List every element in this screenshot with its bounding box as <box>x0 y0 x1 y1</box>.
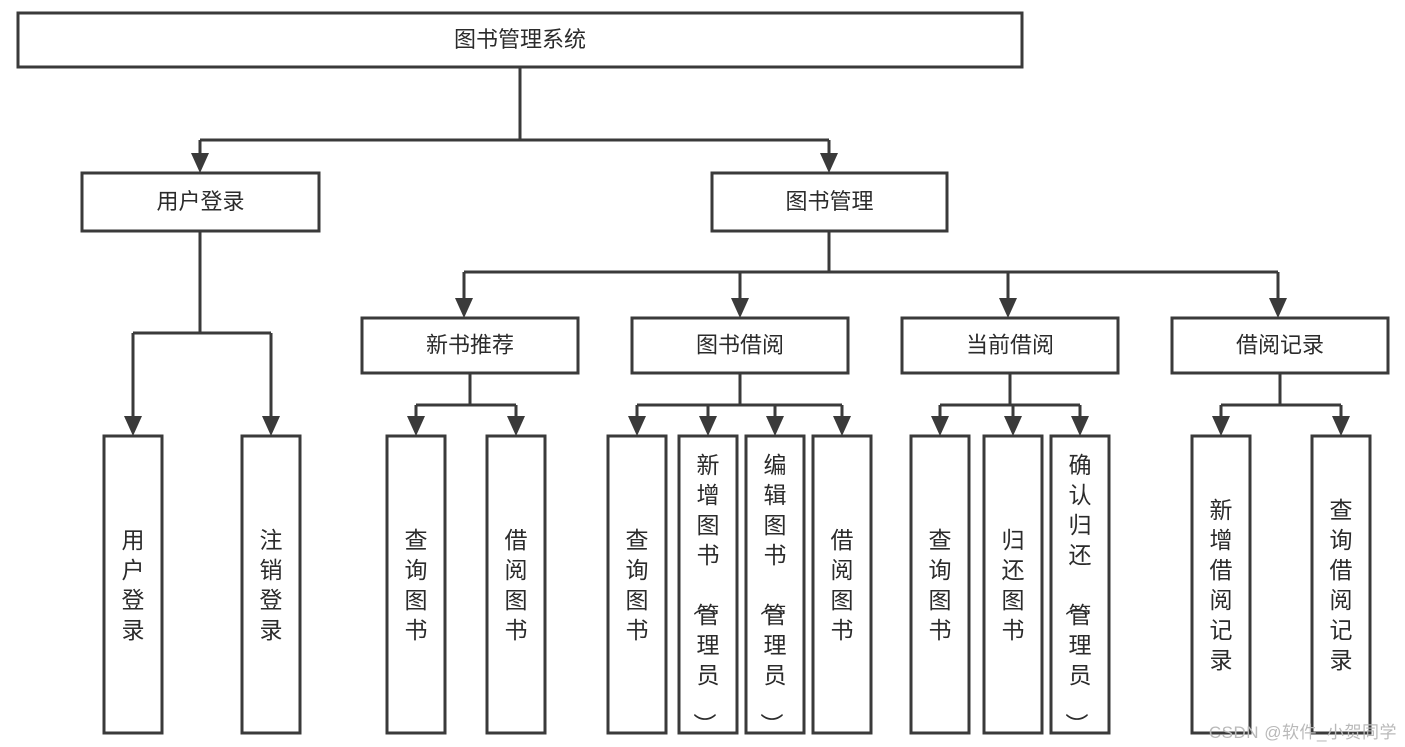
arrow-head-icon <box>820 153 838 173</box>
node-leaf-query-book-3[interactable]: 查询图书 <box>909 434 971 735</box>
node-label-leaf-confirm-return: 确认归还（管理员） <box>1064 452 1092 736</box>
node-leaf-user-logout[interactable]: 注销登录 <box>240 434 302 735</box>
connector-bus <box>637 373 842 407</box>
node-book-borrow[interactable]: 图书借阅 <box>630 316 850 375</box>
node-box-user-login[interactable] <box>80 171 321 233</box>
node-box-new-book-rec[interactable] <box>360 316 580 375</box>
connector-bus <box>200 67 829 142</box>
node-leaf-add-record[interactable]: 新增借阅记录 <box>1190 434 1252 735</box>
node-root[interactable]: 图书管理系统 <box>16 11 1024 69</box>
arrow-head-icon <box>1332 416 1350 436</box>
node-box-leaf-query-record[interactable] <box>1310 434 1372 735</box>
arrow-head-icon <box>628 416 646 436</box>
node-box-leaf-edit-book[interactable] <box>744 434 806 735</box>
node-label-leaf-return-book: 归还图书 <box>1002 527 1025 643</box>
node-label-leaf-user-login: 用户登录 <box>122 527 145 643</box>
connector-bus <box>940 373 1080 407</box>
arrow-head-icon <box>1004 416 1022 436</box>
node-current-borrow[interactable]: 当前借阅 <box>900 316 1120 375</box>
node-box-leaf-add-book[interactable] <box>677 434 739 735</box>
node-leaf-borrow-book-2[interactable]: 借阅图书 <box>811 434 873 735</box>
node-label-borrow-record: 借阅记录 <box>1236 332 1324 357</box>
node-box-leaf-query-book-1[interactable] <box>385 434 447 735</box>
arrow-head-icon <box>455 298 473 318</box>
node-label-current-borrow: 当前借阅 <box>966 332 1054 357</box>
node-box-leaf-borrow-book-2[interactable] <box>811 434 873 735</box>
arrow-head-icon <box>999 298 1017 318</box>
connector-bus <box>133 231 271 335</box>
node-user-login[interactable]: 用户登录 <box>80 171 321 233</box>
node-leaf-query-book-2[interactable]: 查询图书 <box>606 434 668 735</box>
node-label-leaf-query-record: 查询借阅记录 <box>1330 497 1353 673</box>
arrow-head-icon <box>407 416 425 436</box>
node-leaf-query-record[interactable]: 查询借阅记录 <box>1310 434 1372 735</box>
node-label-leaf-query-book-2: 查询图书 <box>626 527 649 643</box>
node-box-current-borrow[interactable] <box>900 316 1120 375</box>
node-label-leaf-user-logout: 注销登录 <box>260 527 283 643</box>
node-label-leaf-query-book-3: 查询图书 <box>929 527 952 643</box>
node-label-leaf-borrow-book-2: 借阅图书 <box>831 527 854 643</box>
node-box-leaf-user-logout[interactable] <box>240 434 302 735</box>
node-box-leaf-add-record[interactable] <box>1190 434 1252 735</box>
node-box-book-borrow[interactable] <box>630 316 850 375</box>
node-label-leaf-query-book-1: 查询图书 <box>405 527 428 643</box>
node-label-book-borrow: 图书借阅 <box>696 332 784 357</box>
arrow-head-icon <box>1212 416 1230 436</box>
node-label-leaf-add-record: 新增借阅记录 <box>1210 497 1233 673</box>
arrow-head-icon <box>124 416 142 436</box>
connector-bus <box>1221 373 1341 407</box>
node-box-borrow-record[interactable] <box>1170 316 1390 375</box>
node-label-leaf-add-book: 新增图书（管理员） <box>692 452 720 736</box>
node-box-leaf-query-book-2[interactable] <box>606 434 668 735</box>
node-label-book-manage: 图书管理 <box>785 189 873 214</box>
node-book-manage[interactable]: 图书管理 <box>710 171 949 233</box>
arrow-head-icon <box>699 416 717 436</box>
node-box-leaf-confirm-return[interactable] <box>1049 434 1111 735</box>
node-borrow-record[interactable]: 借阅记录 <box>1170 316 1390 375</box>
node-box-root[interactable] <box>16 11 1024 69</box>
connector-bus <box>416 373 516 407</box>
node-leaf-return-book[interactable]: 归还图书 <box>982 434 1044 735</box>
arrow-head-icon <box>262 416 280 436</box>
arrow-head-icon <box>731 298 749 318</box>
node-box-book-manage[interactable] <box>710 171 949 233</box>
node-box-leaf-return-book[interactable] <box>982 434 1044 735</box>
node-box-leaf-user-login[interactable] <box>102 434 164 735</box>
arrow-head-icon <box>191 153 209 173</box>
arrow-head-icon <box>1071 416 1089 436</box>
node-leaf-edit-book[interactable]: 编辑图书（管理员） <box>744 434 806 736</box>
node-leaf-add-book[interactable]: 新增图书（管理员） <box>677 434 739 736</box>
arrow-head-icon <box>766 416 784 436</box>
node-leaf-query-book-1[interactable]: 查询图书 <box>385 434 447 735</box>
node-new-book-rec[interactable]: 新书推荐 <box>360 316 580 375</box>
node-leaf-confirm-return[interactable]: 确认归还（管理员） <box>1049 434 1111 736</box>
node-label-leaf-borrow-book-1: 借阅图书 <box>505 527 528 643</box>
node-leaf-user-login[interactable]: 用户登录 <box>102 434 164 735</box>
arrow-head-icon <box>1269 298 1287 318</box>
node-box-leaf-query-book-3[interactable] <box>909 434 971 735</box>
node-leaf-borrow-book-1[interactable]: 借阅图书 <box>485 434 547 735</box>
node-label-root: 图书管理系统 <box>454 27 586 52</box>
arrow-head-icon <box>833 416 851 436</box>
node-label-leaf-edit-book: 编辑图书（管理员） <box>759 452 787 736</box>
connector-layer <box>124 67 1350 436</box>
node-label-new-book-rec: 新书推荐 <box>426 332 514 357</box>
arrow-head-icon <box>931 416 949 436</box>
node-label-user-login: 用户登录 <box>156 189 244 214</box>
node-box-leaf-borrow-book-1[interactable] <box>485 434 547 735</box>
connector-bus <box>464 231 1278 274</box>
arrow-head-icon <box>507 416 525 436</box>
